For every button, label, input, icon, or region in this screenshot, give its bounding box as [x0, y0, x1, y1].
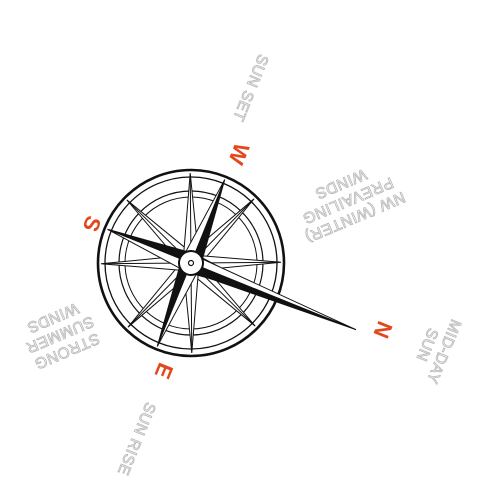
midday-annotation: MID-DAY SUN: [406, 310, 464, 386]
east-label: E: [150, 359, 179, 382]
west-label: W: [223, 140, 254, 169]
north-label: N: [368, 318, 397, 342]
sunrise-annotation: SUN RISE: [114, 400, 159, 478]
sunset-annotation: SUN SET: [229, 52, 271, 124]
winter-winds-annotation: NW (WINTER) PREVAILING WINDS: [288, 155, 407, 246]
south-label: S: [78, 212, 107, 235]
summer-winds-annotation: STRONG SUMMER WINDS: [16, 296, 103, 373]
